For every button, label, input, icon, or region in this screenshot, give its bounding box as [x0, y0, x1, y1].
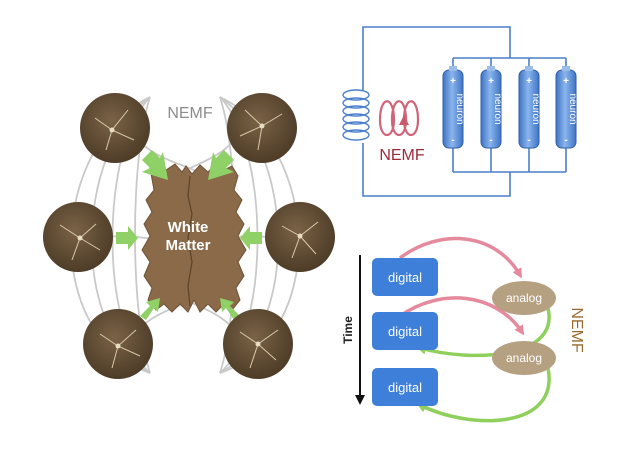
arrow-digital1-to-analog1: [398, 236, 523, 279]
battery-plus-sign: +: [450, 76, 456, 87]
digital-label: digital: [388, 380, 422, 395]
analog-node-2: analog: [492, 341, 556, 375]
neuron-battery-1: + neuron -: [442, 66, 465, 149]
digital-box-3: digital: [372, 368, 438, 406]
time-axis-label: Time: [341, 316, 355, 344]
arrow-analog2-to-digital3: [416, 367, 551, 423]
neuron-disc-top-left: [80, 93, 150, 163]
analog-label: analog: [506, 351, 542, 365]
battery-minus-sign: -: [564, 135, 567, 146]
analog-node-1: analog: [492, 281, 556, 315]
green-arrow-bottom-left: [140, 298, 160, 320]
battery-neuron-label: neuron: [454, 93, 465, 124]
battery-neuron-label: neuron: [530, 93, 541, 124]
digital-box-2: digital: [372, 312, 438, 350]
battery-plus-sign: +: [526, 76, 532, 87]
neuron-battery-2: + neuron -: [480, 66, 503, 149]
green-arrow-bottom-right: [220, 298, 240, 320]
analog-label: analog: [506, 291, 542, 305]
neuron-battery-3: + neuron -: [518, 66, 541, 149]
green-arrow-mid-right: [240, 226, 262, 250]
battery-neuron-label: neuron: [492, 93, 503, 124]
timeline-panel: Time digital digital digital analog anal…: [341, 236, 585, 423]
brain-nemf-label: NEMF: [167, 105, 213, 122]
green-arrow-mid-left: [116, 226, 138, 250]
battery-minus-sign: -: [489, 135, 492, 146]
circuit-wires: [362, 26, 567, 197]
neuron-battery-4: + neuron -: [555, 66, 578, 149]
neuron-disc-bottom-right: [223, 309, 293, 379]
neuron-disc-top-right: [227, 93, 297, 163]
white-matter-label: White Matter: [165, 219, 210, 254]
digital-box-1: digital: [372, 258, 438, 296]
white-matter-text-2: Matter: [165, 237, 210, 254]
green-arrow-top-left: [142, 150, 168, 180]
circuit-nemf-label: NEMF: [379, 147, 425, 164]
inductor-coil-icon: [342, 89, 370, 141]
battery-minus-sign: -: [451, 135, 454, 146]
green-arrows: [116, 150, 262, 320]
battery-plus-sign: +: [488, 76, 494, 87]
white-matter-fold: [187, 175, 193, 307]
timeline-nemf-label: NEMF: [568, 307, 585, 353]
circuit-panel: NEMF + neuron - + neuron - + neuron - +: [342, 26, 578, 197]
neuron-disc-mid-right: [265, 202, 335, 272]
digital-label: digital: [388, 324, 422, 339]
arrow-digital2-to-analog2: [398, 296, 525, 336]
battery-neuron-label: neuron: [567, 93, 578, 124]
battery-plus-sign: +: [563, 76, 569, 87]
brain-panel: White Matter: [43, 93, 335, 379]
battery-minus-sign: -: [527, 135, 530, 146]
nemf-spiral-icon: [378, 100, 420, 137]
white-matter-text-1: White: [168, 219, 209, 236]
neuron-disc-bottom-left: [83, 309, 153, 379]
neuron-disc-mid-left: [43, 202, 113, 272]
green-arrow-top-right: [208, 150, 234, 180]
digital-label: digital: [388, 270, 422, 285]
white-matter-shape: [141, 161, 247, 313]
